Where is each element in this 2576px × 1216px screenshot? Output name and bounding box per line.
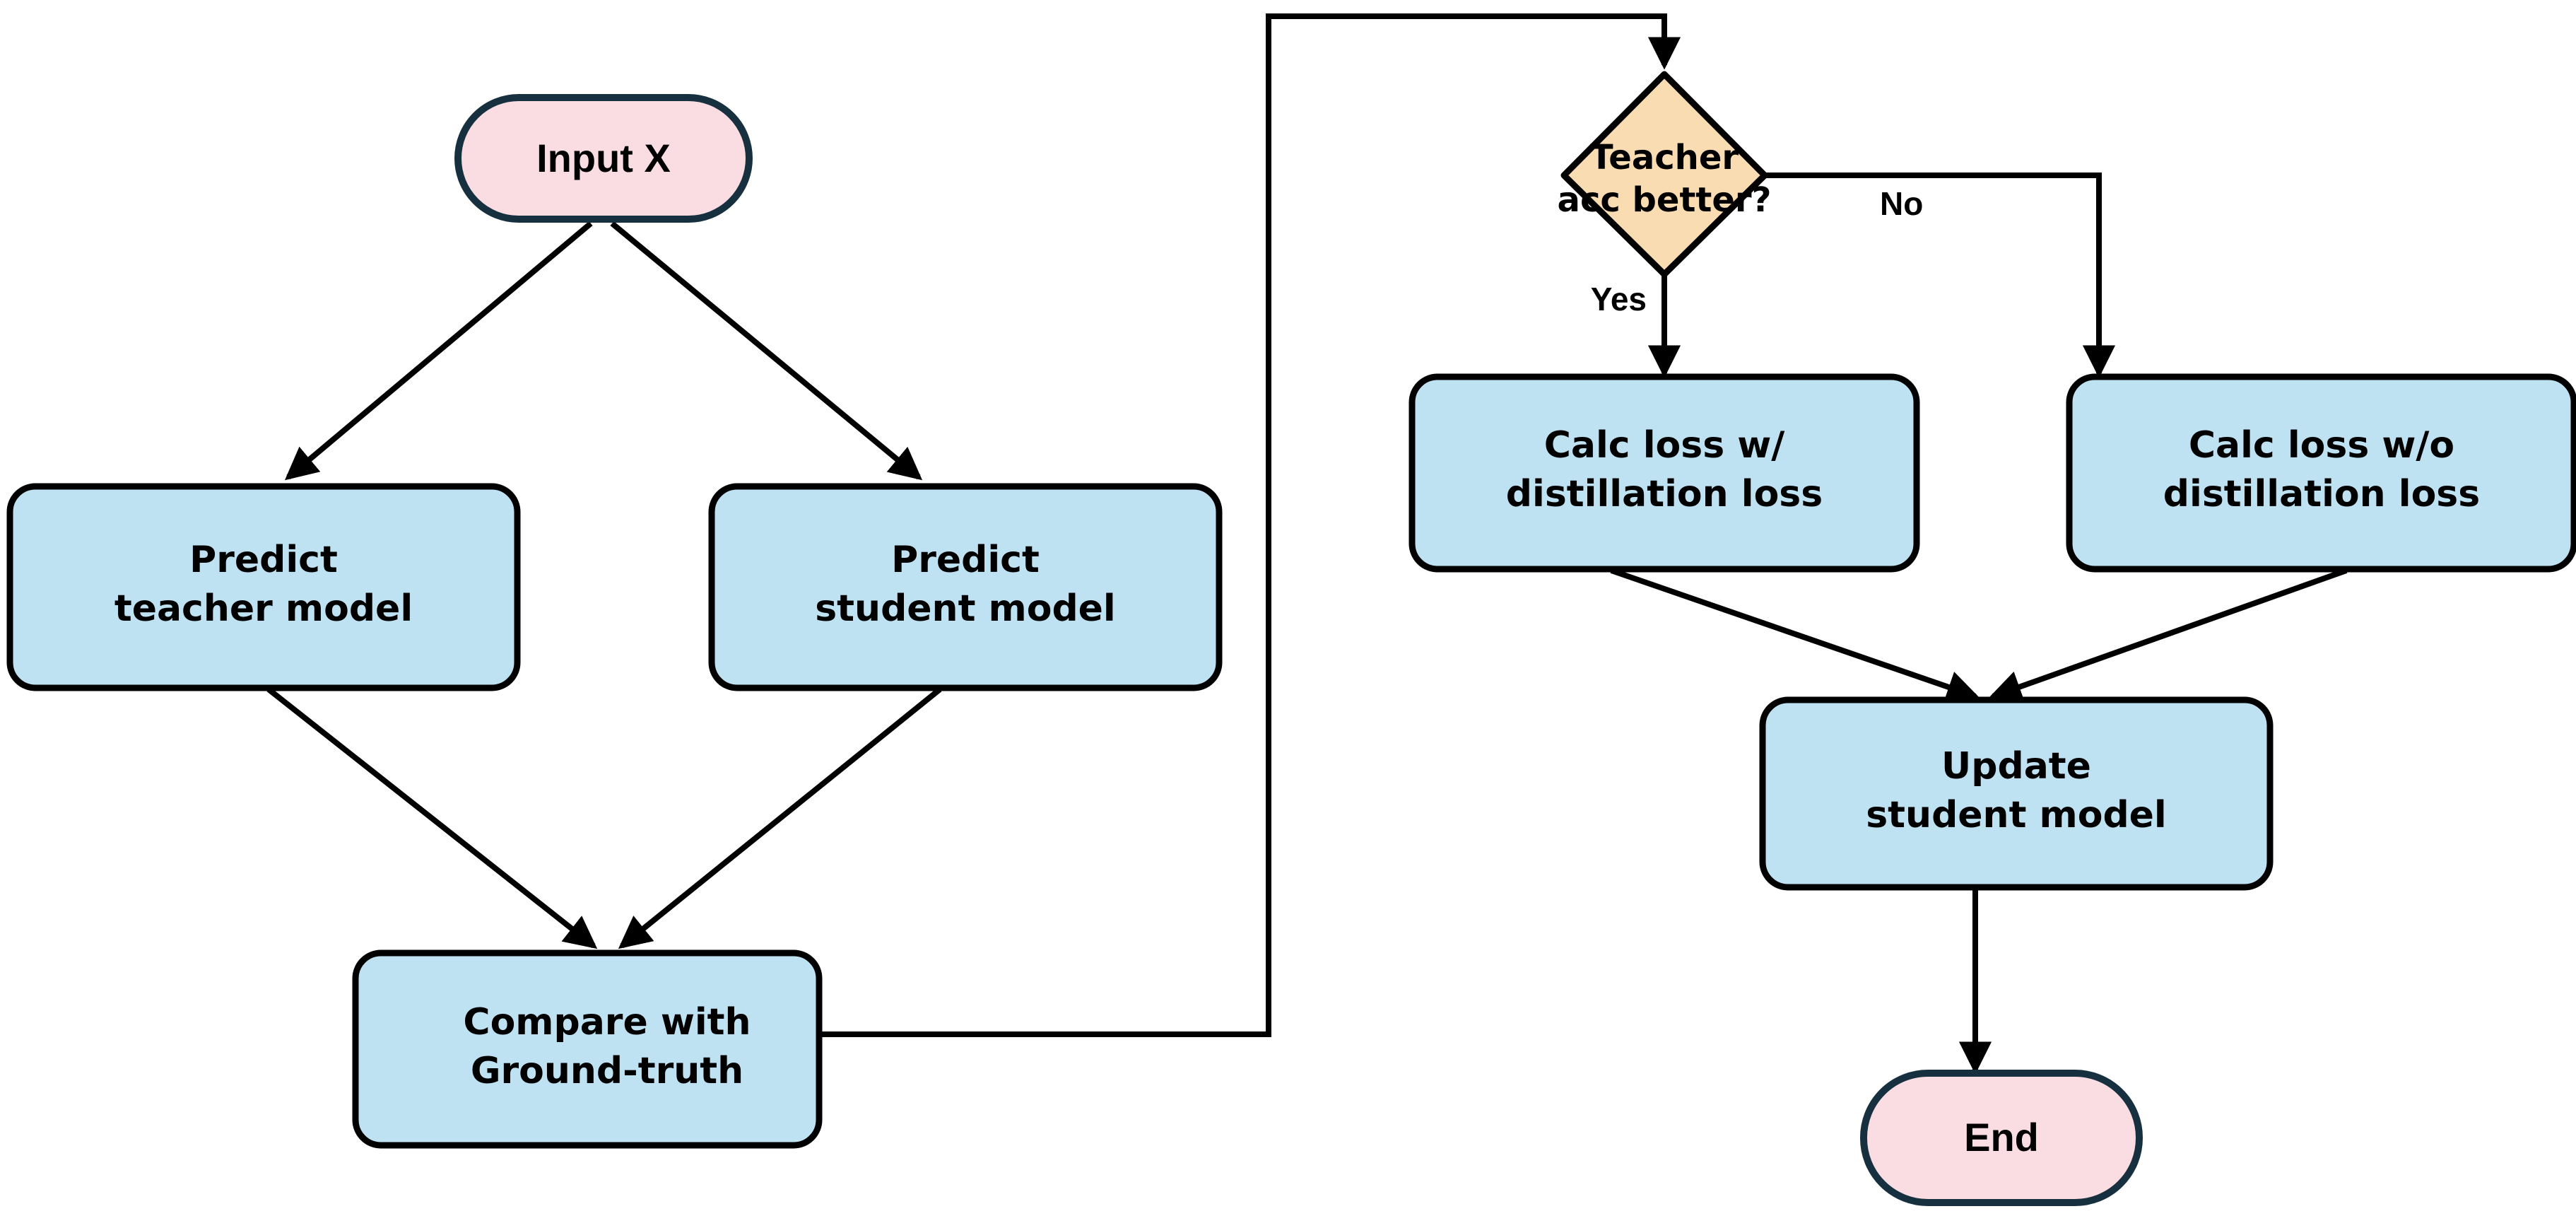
update-student-shape	[1759, 696, 2274, 891]
node-input-x[interactable]: Input X	[454, 94, 753, 223]
calc-loss-with-label-line2: distillation loss	[1506, 473, 1823, 515]
calc-loss-without-label-line1: Calc loss w/o	[2189, 424, 2454, 467]
input-x-label: Input X	[536, 136, 671, 180]
node-end[interactable]: End	[1860, 1070, 2143, 1206]
node-compare-ground-truth[interactable]: Compare with Ground-truth	[352, 949, 823, 1149]
predict-teacher-label-line2: teacher model	[114, 587, 413, 630]
predict-student-label-line2: student model	[815, 587, 1116, 630]
compare-ground-truth-shape	[352, 949, 823, 1149]
node-predict-teacher-model[interactable]: Predict teacher model	[6, 483, 521, 691]
calc-loss-without-label-line2: distillation loss	[2163, 473, 2480, 515]
end-label: End	[1964, 1115, 2039, 1159]
calc-loss-with-shape	[1408, 373, 1920, 573]
update-student-label-line2: student model	[1866, 794, 2167, 836]
input-x-shape	[454, 94, 753, 223]
node-calc-loss-with-distillation[interactable]: Calc loss w/ distillation loss	[1408, 373, 1920, 573]
teacher-acc-better-shape	[1560, 71, 1768, 278]
edge-calc-with-to-update	[1610, 568, 1980, 703]
calc-loss-without-shape	[2066, 373, 2576, 573]
node-predict-student-model[interactable]: Predict student model	[708, 483, 1223, 691]
update-student-label-line1: Update	[1941, 745, 2091, 788]
predict-teacher-label-line1: Predict	[189, 539, 338, 581]
node-teacher-acc-better-decision[interactable]: Teacher acc better?	[1558, 71, 1772, 278]
edge-calc-without-to-update	[1988, 568, 2348, 703]
node-calc-loss-without-distillation[interactable]: Calc loss w/o distillation loss	[2066, 373, 2576, 573]
compare-ground-truth-label-line1: Compare with	[463, 1001, 751, 1043]
compare-ground-truth-label-line2: Ground-truth	[471, 1050, 743, 1092]
node-update-student-model[interactable]: Update student model	[1759, 696, 2274, 891]
edge-teacher-to-compare	[266, 686, 598, 949]
edge-compare-to-decision	[820, 13, 1681, 1037]
edge-decision-no-to-calc-without	[1765, 173, 2116, 378]
edge-input-to-student	[610, 221, 923, 481]
end-shape	[1860, 1070, 2143, 1206]
edge-label-no: No	[1880, 185, 1923, 222]
predict-student-shape	[708, 483, 1223, 691]
calc-loss-with-label-line1: Calc loss w/	[1544, 424, 1785, 467]
edge-input-to-teacher	[284, 221, 593, 481]
predict-teacher-shape	[6, 483, 521, 691]
edge-label-yes: Yes	[1591, 281, 1647, 317]
teacher-acc-better-label-line1: Teacher	[1590, 138, 1739, 177]
edge-student-to-compare	[618, 686, 942, 949]
teacher-acc-better-label-line2: acc better?	[1558, 180, 1772, 220]
predict-student-label-line1: Predict	[891, 539, 1040, 581]
